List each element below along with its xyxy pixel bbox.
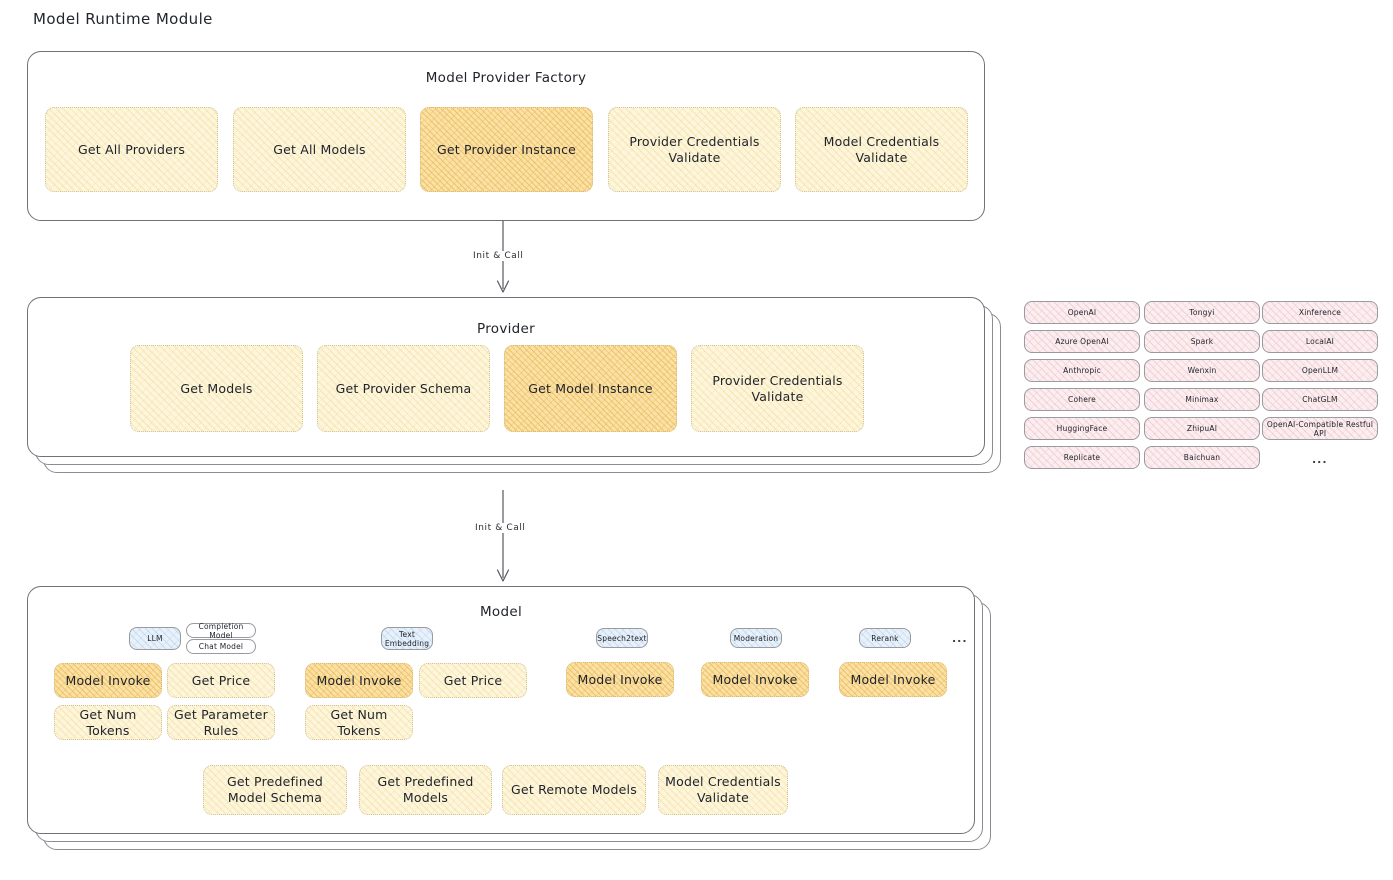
provider-chip-openllm[interactable]: OpenLLM [1262,359,1378,382]
model-shared-op-model-credentials-validate[interactable]: Model Credentials Validate [658,765,788,815]
llm-op-get-parameter-rules[interactable]: Get Parameter Rules [167,705,275,740]
arrow-provider-to-model [496,490,510,582]
factory-box-get-all-models[interactable]: Get All Models [233,107,406,192]
arrow-label-init-call-1: Init & Call [470,251,527,261]
llm-op-get-num-tokens[interactable]: Get Num Tokens [54,705,162,740]
model-provider-factory-title: Model Provider Factory [425,70,587,86]
provider-chip-chatglm[interactable]: ChatGLM [1262,388,1378,411]
factory-box-model-credentials-validate[interactable]: Model Credentials Validate [795,107,968,192]
provider-box-get-provider-schema[interactable]: Get Provider Schema [317,345,490,432]
model-type-chip-llm[interactable]: LLM [129,627,181,650]
provider-chip-zhipuai[interactable]: ZhipuAI [1144,417,1260,440]
text-embedding-op-model-invoke[interactable]: Model Invoke [305,663,413,698]
provider-title: Provider [477,321,535,337]
page-title: Model Runtime Module [33,10,213,28]
factory-box-get-provider-instance[interactable]: Get Provider Instance [420,107,593,192]
model-type-chip-text-embedding[interactable]: Text Embedding [381,627,433,650]
model-shared-op-get-remote-models[interactable]: Get Remote Models [502,765,646,815]
provider-chip-localai[interactable]: LocalAI [1262,330,1378,353]
factory-box-provider-credentials-validate[interactable]: Provider Credentials Validate [608,107,781,192]
model-type-chip-rerank[interactable]: Rerank [859,628,911,648]
provider-chip-anthropic[interactable]: Anthropic [1024,359,1140,382]
provider-chip-baichuan[interactable]: Baichuan [1144,446,1260,469]
model-title: Model [479,604,523,620]
provider-chip-spark[interactable]: Spark [1144,330,1260,353]
provider-box-get-model-instance[interactable]: Get Model Instance [504,345,677,432]
provider-chip-xinference[interactable]: Xinference [1262,301,1378,324]
arrow-label-init-call-2: Init & Call [472,523,529,533]
provider-list-more-ellipsis: ... [1312,453,1328,466]
provider-chip-cohere[interactable]: Cohere [1024,388,1140,411]
provider-chip-tongyi[interactable]: Tongyi [1144,301,1260,324]
provider-chip-azure-openai[interactable]: Azure OpenAI [1024,330,1140,353]
model-subtype-chip-completion-model[interactable]: Completion Model [186,622,256,640]
speech2text-op-model-invoke[interactable]: Model Invoke [566,662,674,697]
text-embedding-op-get-num-tokens[interactable]: Get Num Tokens [305,705,413,740]
factory-box-get-all-providers[interactable]: Get All Providers [45,107,218,192]
provider-chip-openai[interactable]: OpenAI [1024,301,1140,324]
model-type-chip-moderation[interactable]: Moderation [730,628,782,648]
model-types-more-ellipsis: ... [952,632,968,645]
model-subtype-chip-chat-model[interactable]: Chat Model [186,639,256,654]
rerank-op-model-invoke[interactable]: Model Invoke [839,662,947,697]
provider-chip-replicate[interactable]: Replicate [1024,446,1140,469]
provider-chip-minimax[interactable]: Minimax [1144,388,1260,411]
provider-chip-wenxin[interactable]: Wenxin [1144,359,1260,382]
model-shared-op-get-predefined-model-schema[interactable]: Get Predefined Model Schema [203,765,347,815]
llm-op-model-invoke[interactable]: Model Invoke [54,663,162,698]
provider-box-provider-credentials-validate[interactable]: Provider Credentials Validate [691,345,864,432]
provider-chip-openai-compatible-restful-api[interactable]: OpenAI-Compatible Restful API [1262,417,1378,440]
provider-chip-huggingface[interactable]: HuggingFace [1024,417,1140,440]
model-shared-op-get-predefined-models[interactable]: Get Predefined Models [359,765,492,815]
model-type-chip-speech2text[interactable]: Speech2text [596,628,648,648]
provider-box-get-models[interactable]: Get Models [130,345,303,432]
moderation-op-model-invoke[interactable]: Model Invoke [701,662,809,697]
llm-op-get-price[interactable]: Get Price [167,663,275,698]
text-embedding-op-get-price[interactable]: Get Price [419,663,527,698]
